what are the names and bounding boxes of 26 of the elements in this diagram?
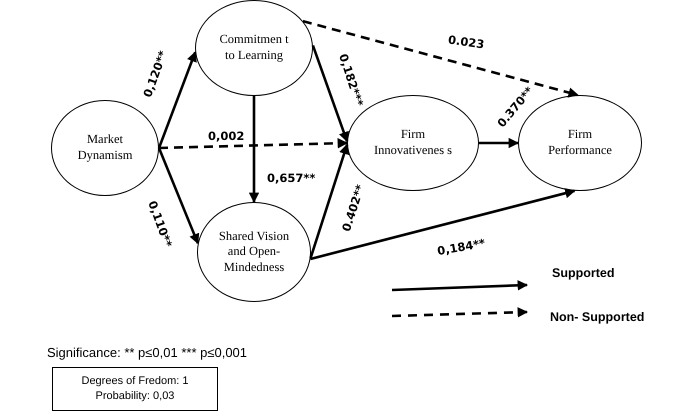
significance-note: Significance: ** p≤0,01 *** p≤0,001: [47, 345, 248, 360]
edge-label: 0,002: [207, 129, 246, 143]
arrow: [158, 148, 200, 244]
arrow: [302, 20, 579, 98]
legend-label: Non- Supported: [550, 310, 644, 324]
arrow: [158, 138, 348, 150]
construct-ellipse: [197, 202, 311, 302]
statistics-box: [52, 367, 218, 411]
arrow: [312, 45, 349, 142]
node-label: Probability: 0,03: [96, 389, 174, 404]
construct-ellipse: [51, 100, 159, 196]
arrow: [309, 144, 350, 258]
arrow: [158, 51, 197, 148]
arrow: [248, 96, 260, 204]
node-label: Firm Performance: [547, 127, 613, 159]
node-label: Commitmen t to Learning: [218, 32, 290, 64]
arrow: [479, 138, 520, 148]
edge-label: 0,657**: [266, 171, 316, 185]
construct-ellipse: [195, 0, 313, 96]
edge-label: 0,184**: [435, 236, 488, 258]
node-label: Firm Innovativenes s: [372, 127, 454, 159]
node-label: Shared Vision and Open-Mindedness: [218, 228, 290, 276]
node-label: Degrees of Fredom: 1: [82, 374, 188, 389]
arrow: [310, 188, 576, 260]
legend-label: Supported: [552, 266, 614, 280]
node-label: Market Dynamism: [76, 132, 134, 164]
